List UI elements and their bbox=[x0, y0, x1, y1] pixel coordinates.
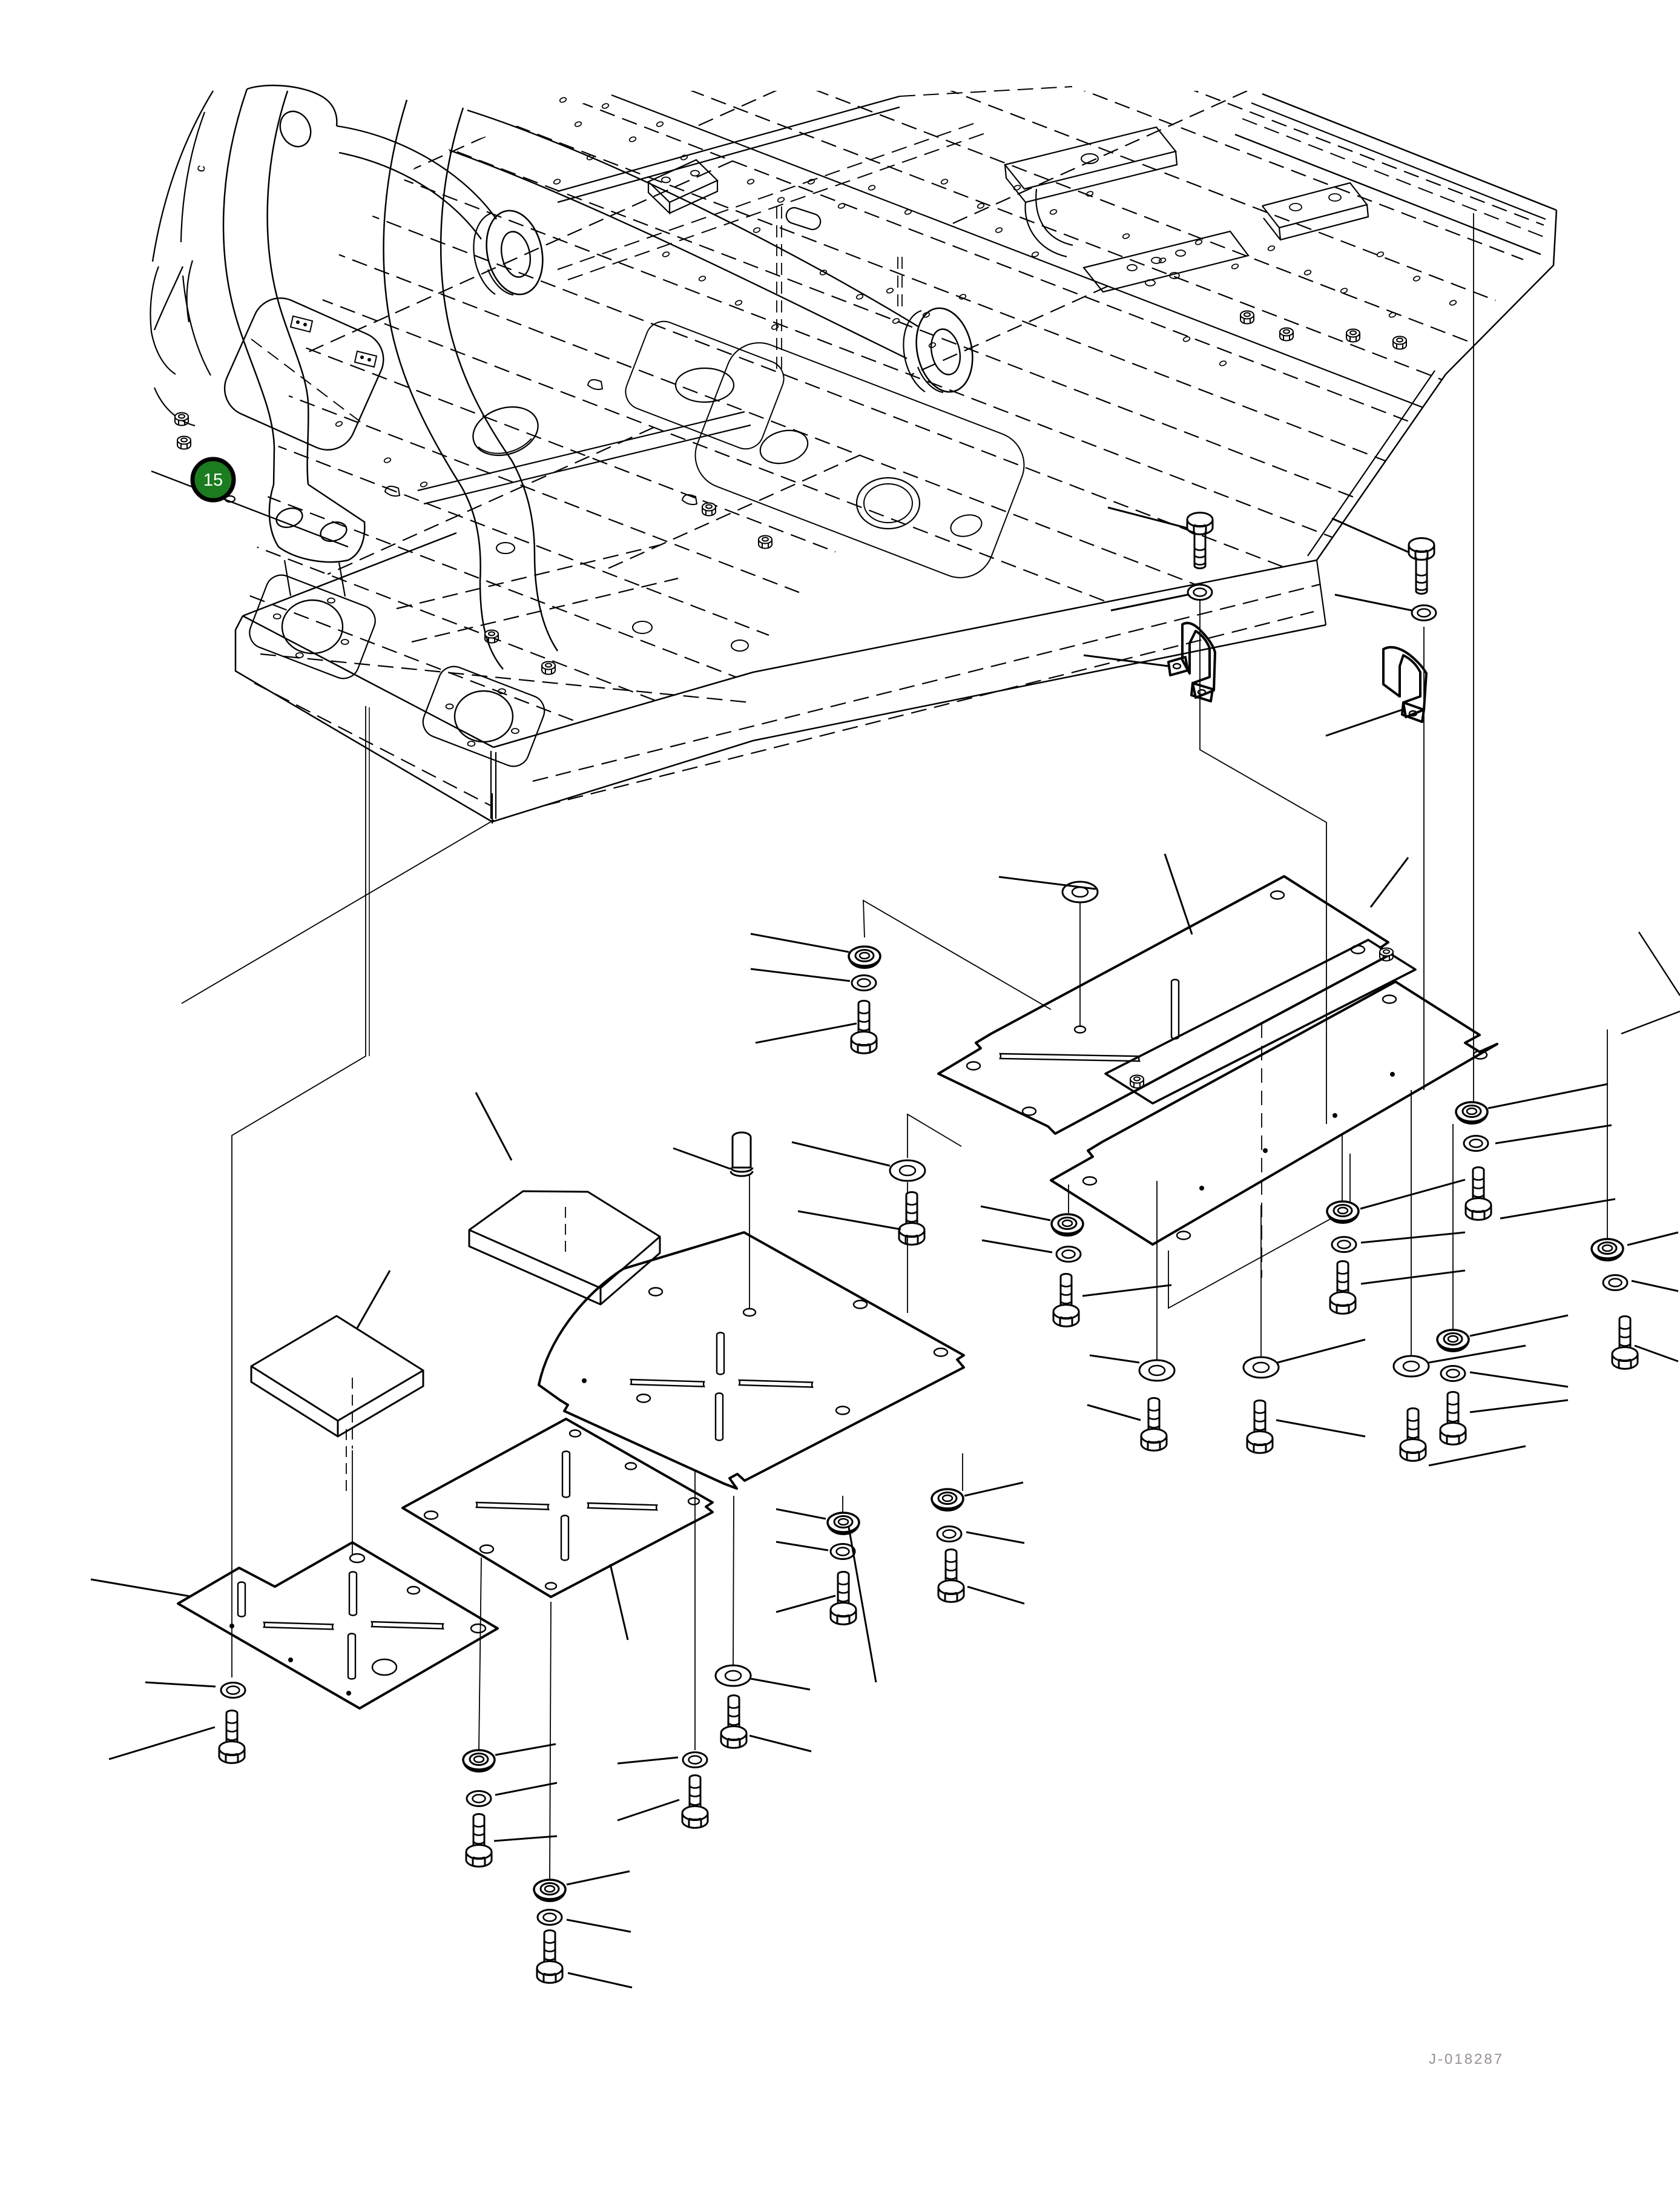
svg-text:c: c bbox=[192, 164, 208, 173]
svg-text:J-018287: J-018287 bbox=[1429, 2051, 1504, 2067]
svg-text:15: 15 bbox=[203, 471, 223, 490]
